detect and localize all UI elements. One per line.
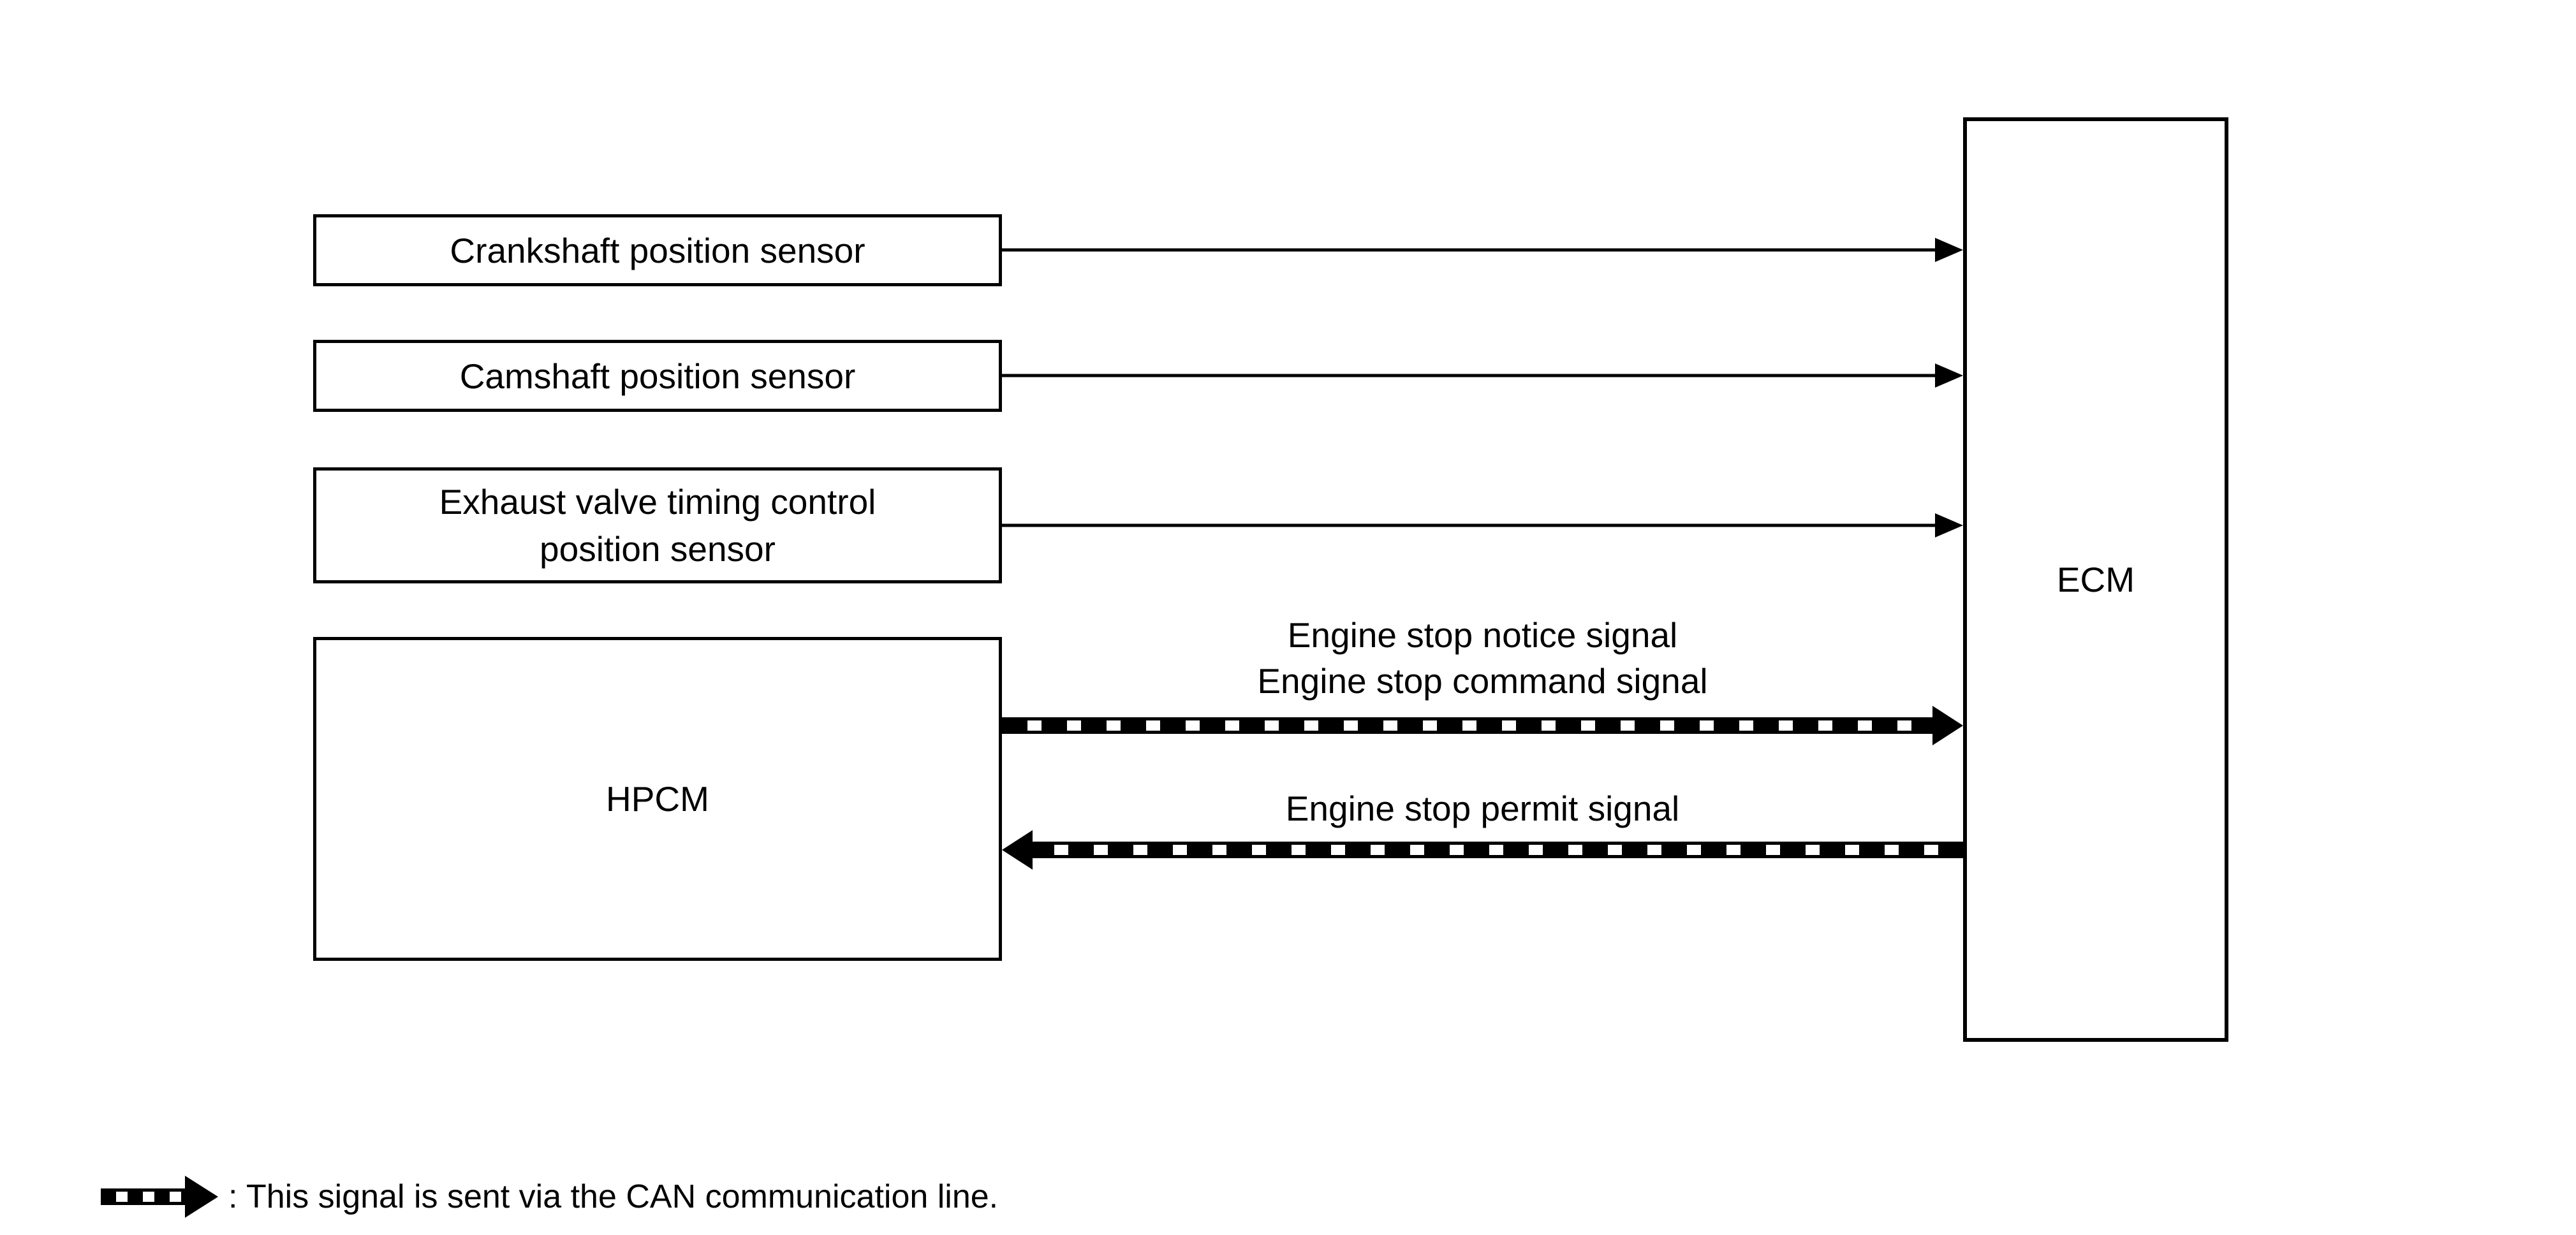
can-signal-labels-hpcm-to-ecm: Engine stop notice signal Engine stop co… — [1002, 612, 1963, 704]
can-signal-labels-ecm-to-hpcm: Engine stop permit signal — [1002, 786, 1963, 831]
exhaust-valve-signal-arrow — [1002, 511, 1963, 539]
legend-text: : This signal is sent via the CAN commun… — [228, 1178, 999, 1215]
engine-stop-command-signal-label: Engine stop command signal — [1257, 661, 1708, 701]
block-label: ECM — [2056, 560, 2135, 599]
block-camshaft-position-sensor: Camshaft position sensor — [313, 340, 1002, 412]
can-dashed-bar — [1002, 717, 1936, 734]
crankshaft-signal-arrow — [1002, 236, 1963, 264]
arrow-shaft — [1002, 248, 1938, 252]
can-arrow-ecm-to-hpcm — [1002, 828, 1963, 872]
block-hpcm: HPCM — [313, 637, 1002, 961]
can-dashed-bar — [1029, 842, 1963, 858]
arrow-head-left-icon — [1002, 830, 1033, 870]
arrow-head-right-icon — [1935, 238, 1963, 262]
arrow-shaft — [1002, 523, 1938, 527]
block-label-line1: Exhaust valve timing control — [439, 482, 876, 522]
block-ecm: ECM — [1963, 117, 2228, 1042]
arrow-head-right-icon — [1935, 363, 1963, 388]
block-exhaust-valve-timing-control-position-sensor: Exhaust valve timing control position se… — [313, 467, 1002, 583]
legend: : This signal is sent via the CAN commun… — [101, 1174, 998, 1219]
block-label: Camshaft position sensor — [459, 356, 856, 396]
arrow-head-right-icon — [1932, 706, 1963, 745]
block-label-line2: position sensor — [540, 529, 776, 569]
engine-stop-permit-signal-label: Engine stop permit signal — [1285, 789, 1680, 828]
block-crankshaft-position-sensor: Crankshaft position sensor — [313, 214, 1002, 286]
engine-stop-notice-signal-label: Engine stop notice signal — [1287, 615, 1678, 655]
block-label: HPCM — [606, 779, 709, 819]
block-label: Crankshaft position sensor — [450, 230, 865, 270]
arrow-head-right-icon — [1935, 513, 1963, 537]
can-dashed-arrow-icon — [101, 1188, 185, 1205]
camshaft-signal-arrow — [1002, 362, 1963, 390]
arrow-head-right-icon — [185, 1176, 218, 1218]
can-arrow-hpcm-to-ecm — [1002, 703, 1963, 748]
arrow-shaft — [1002, 374, 1938, 377]
